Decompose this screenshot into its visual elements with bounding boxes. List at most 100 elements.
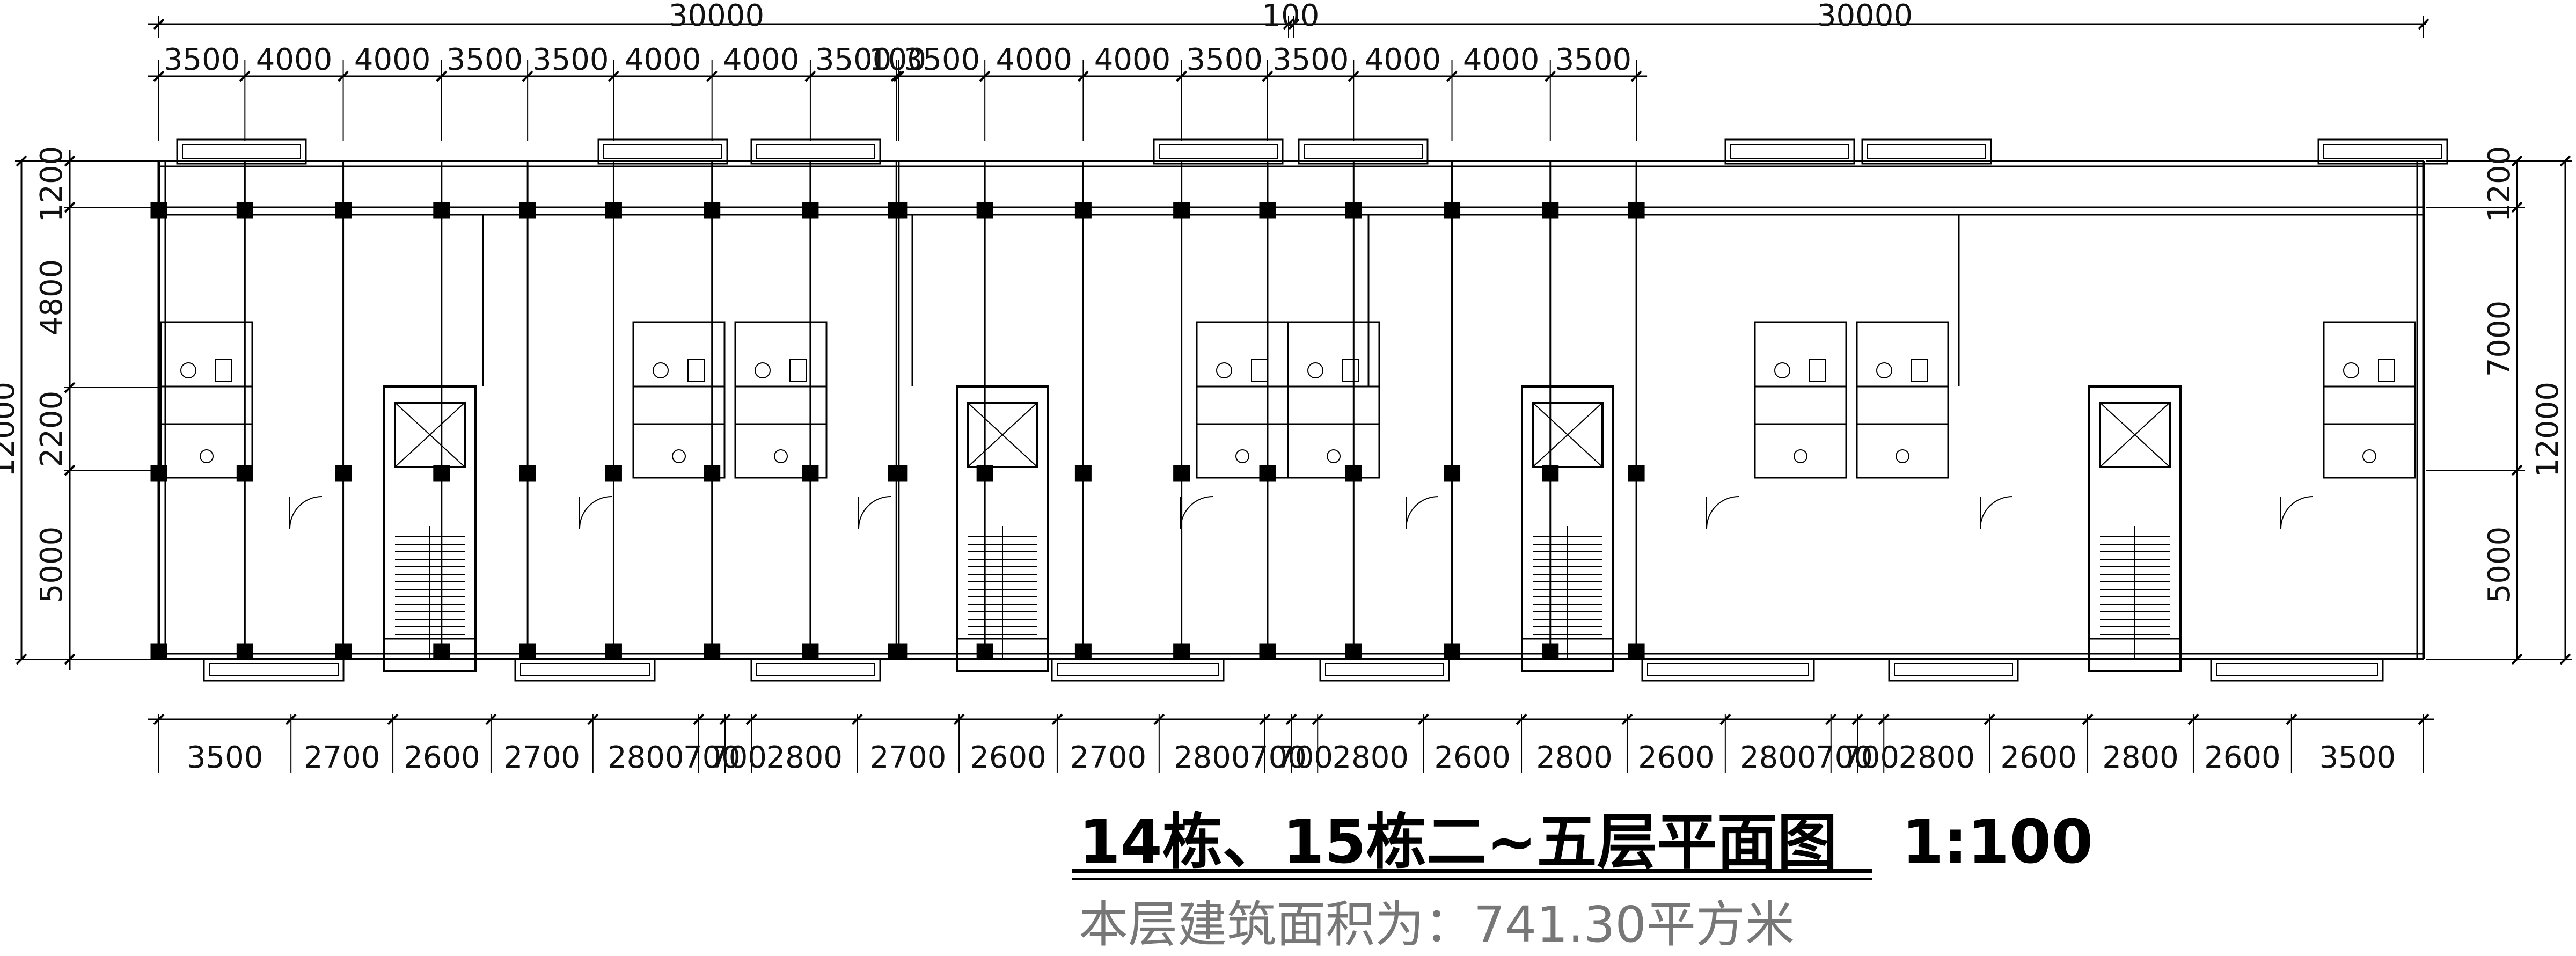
stair-landing <box>1521 638 1614 672</box>
balcony <box>1319 658 1450 682</box>
bay-window <box>597 138 728 165</box>
top-bay-label: 3500 <box>447 42 523 77</box>
bottom-bay-label: 3500 <box>187 740 264 775</box>
column <box>605 202 622 219</box>
door-swing <box>1406 496 1439 529</box>
left-depth-label: 1200 <box>34 146 69 223</box>
basin-fixture <box>1896 449 1909 463</box>
bottom-bay-label: 2800 <box>608 740 684 775</box>
sink-fixture <box>2378 359 2395 382</box>
bottom-bay-label: 2600 <box>404 740 480 775</box>
elevator-shaft <box>967 402 1038 468</box>
column <box>802 643 819 660</box>
bottom-bay-label: 2800 <box>766 740 843 775</box>
column <box>1345 643 1362 660</box>
bottom-bay-label: 2600 <box>2204 740 2281 775</box>
top-bay-label: 3500 <box>1272 42 1349 77</box>
column <box>150 202 167 219</box>
bottom-bay-label: 700 <box>1842 740 1899 775</box>
bottom-bay-label: 2700 <box>870 740 947 775</box>
balcony-inner <box>2216 663 2378 676</box>
wet-room <box>734 321 828 479</box>
elevator-shaft <box>2099 402 2171 468</box>
column <box>236 643 253 660</box>
column <box>236 465 253 482</box>
column <box>1074 202 1092 219</box>
balcony <box>1051 658 1225 682</box>
bottom-bay-label: 3500 <box>2319 740 2396 775</box>
balcony-inner <box>756 663 875 676</box>
bottom-bay-label: 2800 <box>1332 740 1409 775</box>
column <box>1444 643 1461 660</box>
column <box>802 202 819 219</box>
bay-window <box>1298 138 1429 165</box>
title-underline-thin <box>1072 878 1872 880</box>
bay-window-inner <box>1159 144 1278 159</box>
sink-fixture <box>1251 359 1268 382</box>
top-bay-label: 4000 <box>1463 42 1540 77</box>
top-bay-label: 4000 <box>354 42 431 77</box>
basin-fixture <box>1235 449 1249 463</box>
balcony-inner <box>1647 663 1809 676</box>
bottom-bay-label: 700 <box>1249 740 1307 775</box>
column <box>1628 465 1645 482</box>
balcony-inner <box>520 663 650 676</box>
stair-landing <box>2088 638 2182 672</box>
bay-window-inner <box>1867 144 1986 159</box>
sink-fixture <box>1342 359 1359 382</box>
basin-fixture <box>1327 449 1341 463</box>
elevator-cross <box>394 402 465 468</box>
title-underline-thick <box>1072 869 1872 873</box>
bottom-bay-label: 2700 <box>504 740 581 775</box>
building-outline <box>150 138 2448 682</box>
column <box>236 202 253 219</box>
floor-area-note: 本层建筑面积为：741.30平方米 <box>1079 896 1795 953</box>
top-bay-label: 3500 <box>164 42 240 77</box>
bottom-bay-label: 2800 <box>1536 740 1613 775</box>
basin-fixture <box>1794 449 1807 463</box>
door-swing <box>1180 496 1213 529</box>
column <box>704 643 721 660</box>
sink-fixture <box>1809 359 1826 382</box>
stair-landing <box>383 638 477 672</box>
elevator-cross <box>1532 402 1603 468</box>
top-bay-label: 3500 <box>815 42 892 77</box>
column <box>605 643 622 660</box>
balcony <box>203 658 345 682</box>
column <box>1345 202 1362 219</box>
elevator-shaft <box>1532 402 1604 468</box>
stair-landing <box>956 638 1049 672</box>
door-swing <box>1706 496 1739 529</box>
left-total-label: 12000 <box>0 382 21 477</box>
column <box>519 465 536 482</box>
bay-window <box>2317 138 2448 165</box>
balcony <box>750 658 881 682</box>
bottom-bay-label: 2800 <box>1898 740 1975 775</box>
balcony-inner <box>1325 663 1444 676</box>
column <box>335 643 352 660</box>
wet-room <box>1196 321 1289 479</box>
column <box>1542 202 1559 219</box>
column <box>1173 465 1190 482</box>
top-bay-label: 4000 <box>723 42 800 77</box>
top-bay-label: 3500 <box>532 42 609 77</box>
bottom-bay-label: 2600 <box>1434 740 1511 775</box>
elevator-cross <box>967 402 1038 468</box>
bay-window-inner <box>2323 144 2442 159</box>
top-bay-label: 4000 <box>996 42 1073 77</box>
toilet-fixture <box>1876 362 1892 378</box>
toilet-fixture <box>180 362 196 378</box>
top-bay-label: 4000 <box>256 42 333 77</box>
wet-room <box>1856 321 1949 479</box>
elevator-cross <box>2099 402 2170 468</box>
column <box>1259 643 1276 660</box>
top-bay-label: 100 <box>869 42 926 77</box>
column <box>1628 643 1645 660</box>
balcony-inner <box>209 663 339 676</box>
column <box>976 643 993 660</box>
wet-room <box>1287 321 1380 479</box>
column <box>890 643 908 660</box>
